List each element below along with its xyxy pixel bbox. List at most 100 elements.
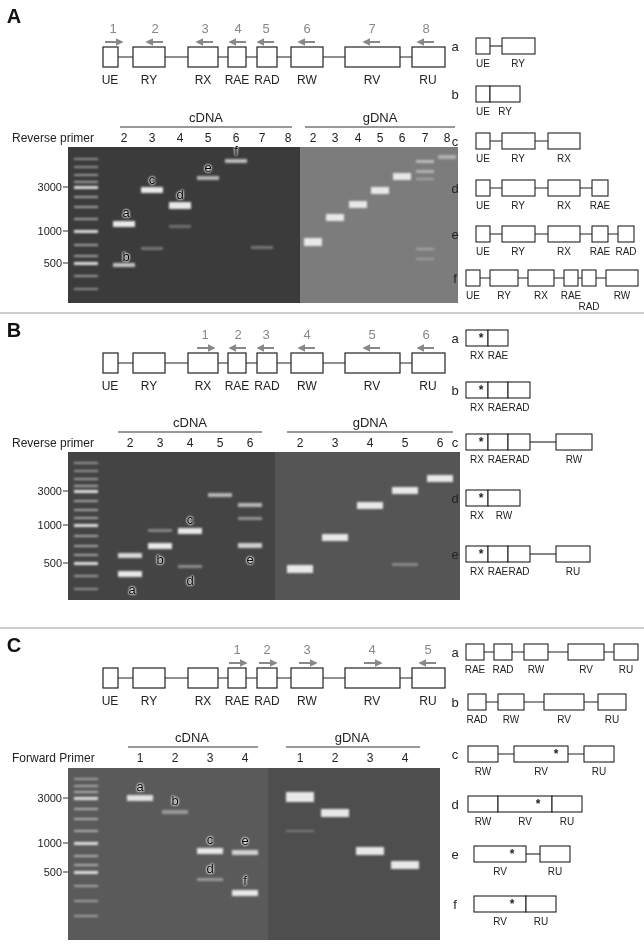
- exon-label: RV: [518, 817, 532, 827]
- exon-label: RAE: [465, 665, 486, 675]
- primer-arrow: [105, 41, 122, 43]
- gene-map: [103, 353, 445, 373]
- exon-label: RV: [364, 380, 380, 392]
- lane-number: 4: [355, 132, 362, 144]
- panel-separator: [0, 628, 644, 629]
- primer-number: 3: [262, 328, 269, 341]
- primer-arrow: [364, 347, 380, 349]
- exon-label: RU: [534, 917, 548, 927]
- product-diagram: [476, 38, 490, 54]
- product-diagram: [466, 330, 488, 346]
- exon-label: RV: [364, 695, 380, 707]
- gel-image: [68, 147, 460, 940]
- gel-image: [238, 543, 262, 548]
- mutation-star: *: [479, 548, 484, 560]
- mutation-star: *: [510, 898, 515, 910]
- gel-image: [74, 206, 98, 208]
- product-diagram: [466, 270, 480, 286]
- band-letter: b: [156, 553, 163, 566]
- primer-arrow: [418, 41, 434, 43]
- primer-number: 7: [368, 22, 375, 35]
- lane-number: 2: [297, 437, 304, 449]
- product-diagram: [476, 226, 490, 242]
- exon-label: RX: [557, 154, 571, 164]
- gel-image: [74, 500, 98, 502]
- gel-image: [74, 535, 98, 537]
- band-letter: d: [186, 574, 193, 587]
- gel-image: [416, 170, 434, 173]
- product-diagram: [508, 434, 530, 450]
- exon-label: RAD: [254, 74, 279, 86]
- gene-map: [103, 668, 445, 688]
- lane-number: 2: [127, 437, 134, 449]
- exon-label: UE: [476, 59, 490, 69]
- product-diagram: [592, 180, 608, 196]
- size-marker: 3000: [38, 182, 62, 193]
- gel-image: [162, 810, 188, 814]
- product-letter: a: [451, 332, 458, 345]
- primer-number: 6: [303, 22, 310, 35]
- gel-image: [268, 768, 440, 940]
- primer-number: 3: [201, 22, 208, 35]
- gel-image: [118, 571, 142, 577]
- exon-label: RY: [141, 380, 157, 392]
- gel-image: [208, 493, 232, 497]
- gel-image: [232, 850, 258, 855]
- primer-number: 5: [262, 22, 269, 35]
- product-diagram: [524, 644, 548, 660]
- gel-image: [68, 147, 300, 303]
- lane-number: 3: [332, 437, 339, 449]
- exon-label: RY: [497, 291, 511, 301]
- sample-header: gDNA: [363, 111, 398, 124]
- gel-image: [197, 176, 219, 180]
- product-diagram: [526, 896, 556, 912]
- exon-label: RW: [496, 511, 512, 521]
- gel-image: [141, 187, 163, 193]
- primer-arrow: [299, 347, 315, 349]
- product-diagram: [502, 226, 535, 242]
- mutation-star: *: [479, 332, 484, 344]
- exon-label: UE: [476, 247, 490, 257]
- exon-label: RAE: [225, 74, 250, 86]
- primer-arrow: [418, 347, 434, 349]
- gel-image: [74, 262, 98, 265]
- lane-number: 5: [377, 132, 384, 144]
- gel-image: [74, 478, 98, 480]
- gel-image: [127, 795, 153, 801]
- gel-image: [74, 871, 98, 874]
- band-letter: e: [241, 834, 248, 847]
- gel-image: [74, 230, 98, 233]
- panel-separator: [0, 313, 644, 314]
- exon-label: RAD: [615, 247, 636, 257]
- primer-arrow: [364, 662, 381, 664]
- exon-label: RAD: [254, 695, 279, 707]
- product-diagram: [508, 546, 530, 562]
- band-letter: e: [204, 161, 211, 174]
- primer-arrow: [364, 41, 380, 43]
- product-diagram: [502, 180, 535, 196]
- gel-image: [74, 244, 98, 246]
- product-letter: a: [451, 646, 458, 659]
- gel-image: [197, 848, 223, 854]
- exon-label: RV: [557, 715, 571, 725]
- gel-image: [275, 452, 460, 600]
- product-diagram: [552, 796, 582, 812]
- mutation-star: *: [479, 384, 484, 396]
- gel-image: [74, 275, 98, 277]
- exon-label: RU: [419, 695, 436, 707]
- lane-number: 7: [259, 132, 266, 144]
- band-letter: c: [187, 513, 194, 526]
- gel-image: [74, 166, 98, 168]
- product-letter: e: [451, 548, 458, 561]
- product-diagram: [488, 434, 508, 450]
- exon-label: RAE: [488, 455, 509, 465]
- exon-label: UE: [102, 380, 119, 392]
- product-diagram: [584, 746, 614, 762]
- product-diagram: [466, 644, 484, 660]
- exon-label: RW: [475, 767, 491, 777]
- gel-image: [113, 263, 135, 267]
- exon-label: UE: [476, 201, 490, 211]
- exon-label: RW: [475, 817, 491, 827]
- primer-arrow: [229, 662, 246, 664]
- primer-arrow: [258, 347, 274, 349]
